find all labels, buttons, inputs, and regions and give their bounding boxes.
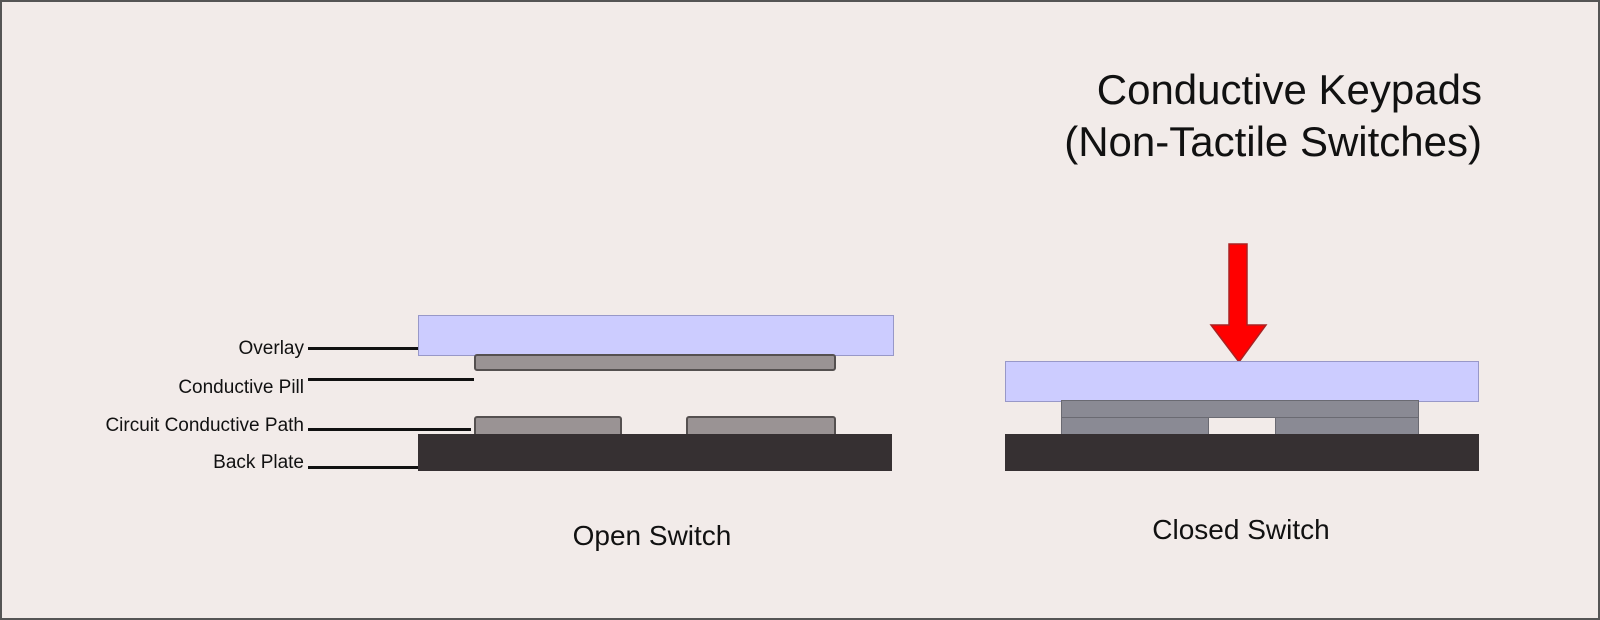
overlay-leader-line — [308, 347, 428, 350]
closed-circuit-path-left — [1061, 417, 1209, 435]
overlay-label: Overlay — [238, 338, 304, 359]
open-switch-caption: Open Switch — [572, 520, 732, 551]
conductive-pill-label: Conductive Pill — [178, 377, 304, 398]
circuit-path-label: Circuit Conductive Path — [105, 415, 304, 436]
diagram-title-line1: Conductive Keypads — [1096, 66, 1482, 113]
closed-switch-caption: Closed Switch — [1152, 514, 1330, 545]
open-overlay-layer — [418, 315, 894, 356]
closed-overlay-layer — [1005, 361, 1479, 402]
open-back-plate — [418, 434, 892, 471]
closed-back-plate — [1005, 434, 1479, 471]
back-plate-leader-line — [308, 466, 418, 469]
press-arrow-icon — [1209, 243, 1268, 364]
open-conductive-pill — [474, 354, 836, 371]
closed-conductive-pill — [1061, 400, 1419, 418]
circuit-path-leader-line — [308, 428, 471, 431]
closed-circuit-path-right — [1275, 417, 1419, 435]
conductive-pill-leader-line — [308, 378, 474, 381]
diagram-title-line2: (Non-Tactile Switches) — [1064, 118, 1482, 165]
back-plate-label: Back Plate — [213, 452, 304, 473]
